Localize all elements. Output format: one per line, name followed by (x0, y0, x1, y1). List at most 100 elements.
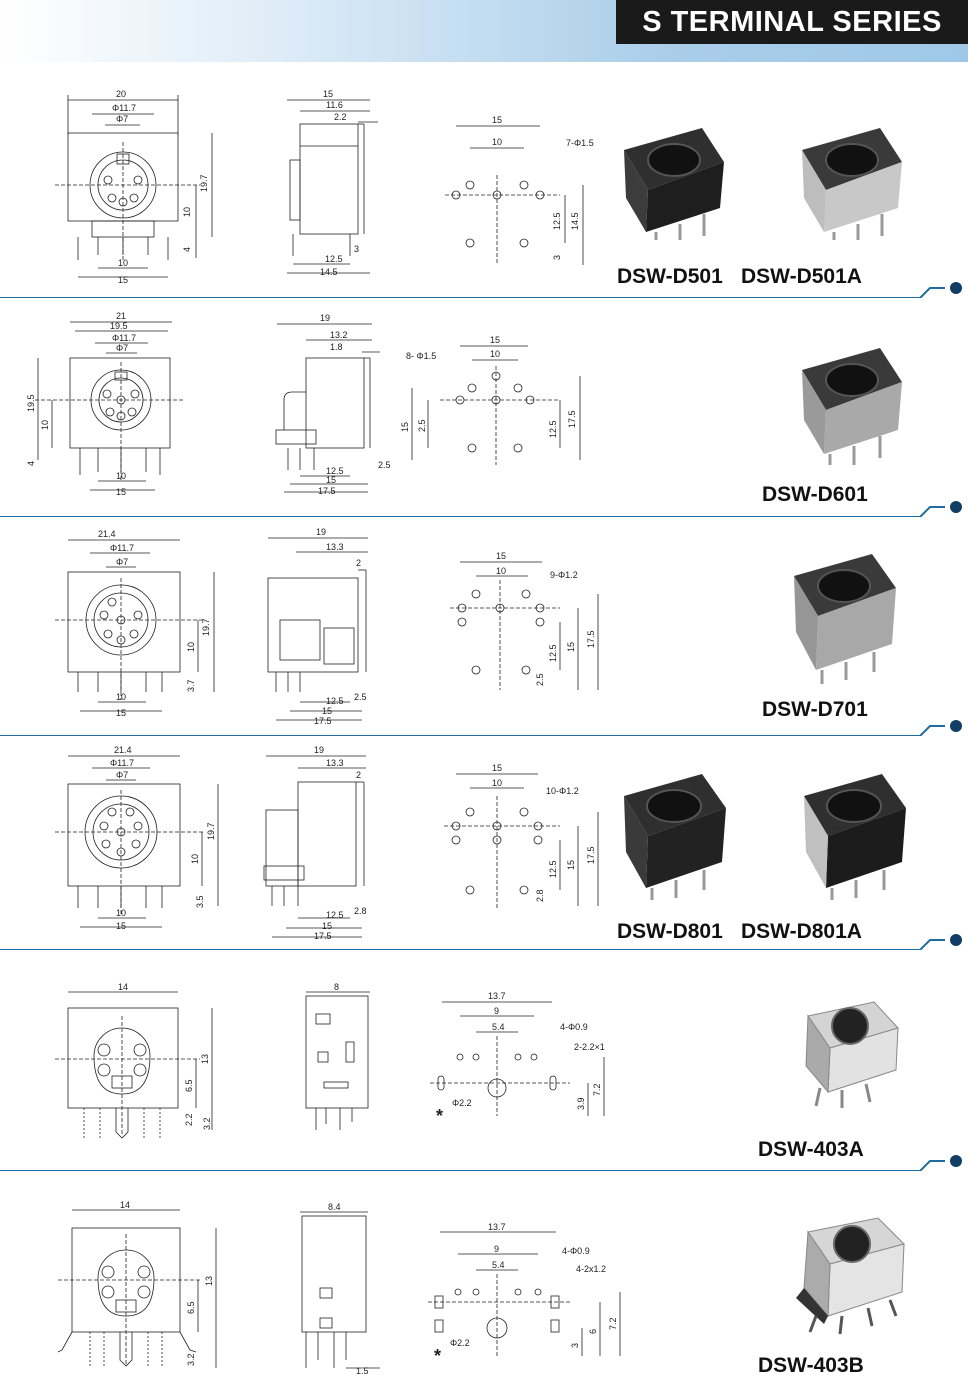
dim-pcb-w2: 9 (494, 1006, 499, 1016)
dim-side-depth: 8.4 (328, 1202, 341, 1212)
product-photo-403b (796, 1217, 905, 1335)
pcb-holes: 4-Φ0.9 (560, 1022, 588, 1032)
dim-pcb-h2: 7.2 (592, 1083, 602, 1096)
dim-pcb-h3: 3 (552, 255, 562, 260)
dim-pcb-h3: 17.5 (586, 846, 596, 864)
pcb-star: * (436, 1106, 443, 1126)
row-divider (0, 282, 962, 298)
dim-front-d2: Φ7 (116, 557, 128, 567)
dim-front-center: 10 (186, 642, 196, 652)
dim-front-height: 19.7 (206, 822, 216, 840)
dim-side-d2: 2 (356, 770, 361, 780)
dim-pcb-h4: 2.5 (417, 419, 427, 432)
model-label: DSW-D801A (741, 920, 862, 943)
dim-side-d1: 13.3 (326, 758, 344, 768)
dim-side-d1: 13.2 (330, 330, 348, 340)
dim-front-height: 13 (200, 1054, 210, 1064)
dim-front-pitch: 10 (116, 692, 126, 702)
dim-pcb-w1: 15 (496, 551, 506, 561)
dim-side-p3: 17.5 (314, 716, 332, 726)
dim-pcb-h2: 17.5 (567, 410, 577, 428)
model-label: DSW-403A (758, 1138, 864, 1161)
dim-front-center: 10 (190, 854, 200, 864)
dim-pcb-h3: 7.2 (608, 1317, 618, 1330)
dim-side-p2: 15 (322, 921, 332, 931)
dim-front-center: 10 (182, 207, 192, 217)
dim-pcb-w3: 5.4 (492, 1260, 505, 1270)
pcb-big-hole: Φ2.2 (452, 1098, 472, 1108)
dim-side-p1: 12.5 (326, 696, 344, 706)
dim-front-height: 19.7 (201, 618, 211, 636)
dim-side-p3: 17.5 (314, 931, 332, 941)
dim-pcb-h4: 2.5 (535, 673, 545, 686)
pcb-holes: 10-Φ1.2 (546, 786, 579, 796)
model-label: DSW-D501A (741, 265, 862, 288)
dim-side-p4: 2.5 (354, 692, 367, 702)
dim-side-p2: 14.5 (320, 267, 338, 277)
pcb-holes: 7-Φ1.5 (566, 138, 594, 148)
dim-side-p1: 12.5 (326, 910, 344, 920)
dim-side-p2: 15 (326, 475, 336, 485)
pcb-holes: 8- Φ1.5 (406, 351, 436, 361)
dim-pcb-h4: 2.8 (535, 889, 545, 902)
dim-front-width: 21.4 (98, 529, 116, 539)
dim-pcb-w2: 10 (490, 349, 500, 359)
product-photo-d601 (802, 348, 902, 465)
dim-pcb-h1: 12.5 (548, 644, 558, 662)
dim-side-d2: 2.2 (334, 112, 347, 122)
dim-front-height: 13 (204, 1276, 214, 1286)
dim-side-depth: 8 (334, 982, 339, 992)
dim-side-p1: 12.5 (326, 466, 344, 476)
dim-side-p3: 3 (354, 244, 359, 254)
dim-front-base: 15 (116, 921, 126, 931)
dim-side-d2: 2 (356, 558, 361, 568)
dim-front-width: 14 (120, 1200, 130, 1210)
dim-front-pin: 3.5 (195, 895, 205, 908)
dim-pcb-h1: 12.5 (552, 212, 562, 230)
dim-pcb-h2: 15 (566, 642, 576, 652)
technical-drawing-d701: 21.4 Φ11.7 Φ7 10 15 19.7 10 3.7 19 13.3 … (55, 527, 599, 726)
product-photo-d501a (802, 128, 902, 240)
product-row-d501: 20 Φ11.7 Φ7 10 15 19.7 10 4 15 11.6 2.2 (0, 80, 968, 298)
dim-side-depth: 19 (314, 745, 324, 755)
dim-side-d1: 13.3 (326, 542, 344, 552)
dim-pcb-w1: 15 (492, 763, 502, 773)
product-photo-d501 (624, 128, 724, 240)
row-divider (0, 720, 962, 736)
pcb-slots: 4-2x1.2 (576, 1264, 606, 1274)
dim-side-depth: 19 (320, 313, 330, 323)
dim-pcb-w3: 5.4 (492, 1022, 505, 1032)
dim-front-width: 20 (116, 89, 126, 99)
dim-front-d1: Φ11.7 (112, 333, 136, 343)
dim-pcb-h1: 3 (570, 1343, 580, 1348)
dim-front-d2: Φ7 (116, 114, 128, 124)
dim-front-height: 19.5 (26, 394, 36, 412)
row-divider (0, 1155, 962, 1171)
page-title: S TERMINAL SERIES (616, 0, 968, 44)
dim-front-pin: 4 (26, 461, 36, 466)
dim-pcb-w2: 10 (492, 137, 502, 147)
dim-front-pitch: 10 (116, 908, 126, 918)
dim-pcb-w2: 10 (496, 566, 506, 576)
dim-pcb-w1: 15 (492, 115, 502, 125)
dim-pcb-h1: 12.5 (548, 420, 558, 438)
row-divider (0, 934, 962, 950)
product-photo-d701 (794, 554, 896, 684)
product-row-d601: 21 19.5 Φ11.7 Φ7 10 15 19.5 10 4 19 13.2… (0, 300, 968, 518)
model-label: DSW-D801 (617, 920, 723, 943)
dim-pcb-w2: 10 (492, 778, 502, 788)
dim-front-pin: 4 (182, 247, 192, 252)
dim-pcb-w1: 15 (490, 335, 500, 345)
product-row-d801: 21.4 Φ11.7 Φ7 10 15 19.7 10 3.5 19 13.3 … (0, 740, 968, 958)
dim-side-depth: 19 (316, 527, 326, 537)
dim-side-p1: 12.5 (325, 254, 343, 264)
dim-pcb-h1: 12.5 (548, 860, 558, 878)
technical-drawing-403b: 14 13 6.5 3.2 8.4 1.5 13.7 9 5.4 4-Φ0.9 … (57, 1200, 621, 1376)
dim-front-base: 15 (116, 487, 126, 497)
dim-pcb-w1: 13.7 (488, 991, 506, 1001)
dim-side-p1: 1.5 (356, 1366, 369, 1376)
pcb-holes: 9-Φ1.2 (550, 570, 578, 580)
dim-front-center: 6.5 (184, 1079, 194, 1092)
product-photo-d801a (804, 774, 906, 900)
dim-front-pin2: 3.2 (202, 1117, 212, 1130)
